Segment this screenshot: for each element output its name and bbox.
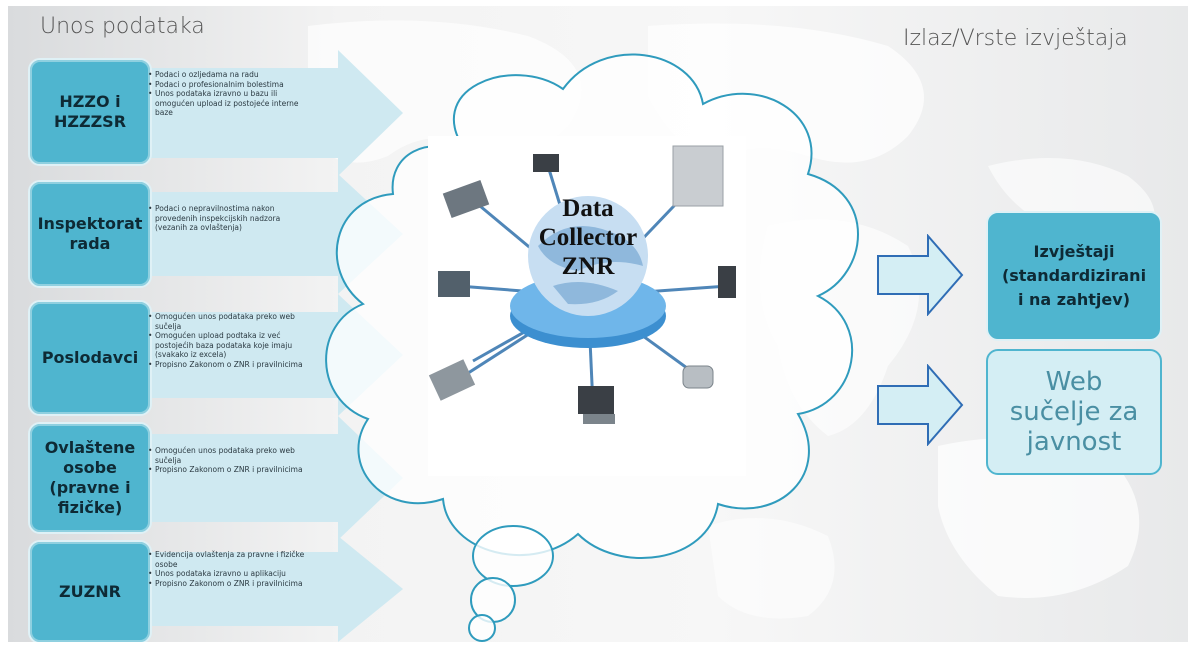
slide: Unos podataka Izlaz/Vrste izvještaja HZZ… [8, 6, 1188, 642]
source-box-inspektorat: Inspektorat rada [28, 180, 152, 288]
bullet-item: Unos podataka izravno u bazu ili omoguće… [148, 89, 313, 118]
source-bullets: Omogućen unos podataka preko web sučelja… [148, 446, 313, 475]
bullet-item: Omogućen unos podataka preko web sučelja [148, 446, 313, 465]
output-arrow [877, 364, 964, 446]
output-box-izvjestaji: Izvještaji (standardizirani i na zahtjev… [986, 211, 1162, 341]
bullet-item: Podaci o nepravilnostima nakon provedeni… [148, 204, 313, 233]
bullet-item: Omogućen unos podataka preko web sučelja [148, 312, 313, 331]
network-illustration [428, 136, 746, 476]
source-bullets: Podaci o nepravilnostima nakon provedeni… [148, 204, 313, 233]
source-box-poslodavci: Poslodavci [28, 300, 152, 416]
bullet-item: Propisno Zakonom o ZNR i pravilnicima [148, 360, 313, 370]
bullet-item: Propisno Zakonom o ZNR i pravilnicima [148, 579, 313, 589]
source-bullets: Podaci o ozljedama na radu Podaci o prof… [148, 70, 313, 118]
source-box-ovlastene-osobe: Ovlaštene osobe (pravne i fizičke) [28, 422, 152, 534]
bullet-item: Propisno Zakonom o ZNR i pravilnicima [148, 465, 313, 475]
source-bullets: Omogućen unos podataka preko web sučelja… [148, 312, 313, 370]
bullet-item: Podaci o ozljedama na radu [148, 70, 313, 80]
bullet-item: Evidencija ovlaštenja za pravne i fizičk… [148, 550, 313, 569]
output-box-web-sucelje: Web sučelje za javnost [986, 349, 1162, 475]
data-collector-label: Data Collector ZNR [538, 195, 638, 280]
input-heading: Unos podataka [40, 14, 205, 39]
source-box-hzzo: HZZO i HZZZSR [28, 58, 152, 166]
output-heading: Izlaz/Vrste izvještaja [903, 26, 1128, 51]
source-bullets: Evidencija ovlaštenja za pravne i fizičk… [148, 550, 313, 588]
bullet-item: Unos podataka izravno u aplikaciju [148, 569, 313, 579]
output-arrow [877, 234, 964, 316]
source-box-zuznr: ZUZNR [28, 540, 152, 642]
bullet-item: Omogućen upload podtaka iz već postojeći… [148, 331, 313, 360]
bullet-item: Podaci o profesionalnim bolestima [148, 80, 313, 90]
